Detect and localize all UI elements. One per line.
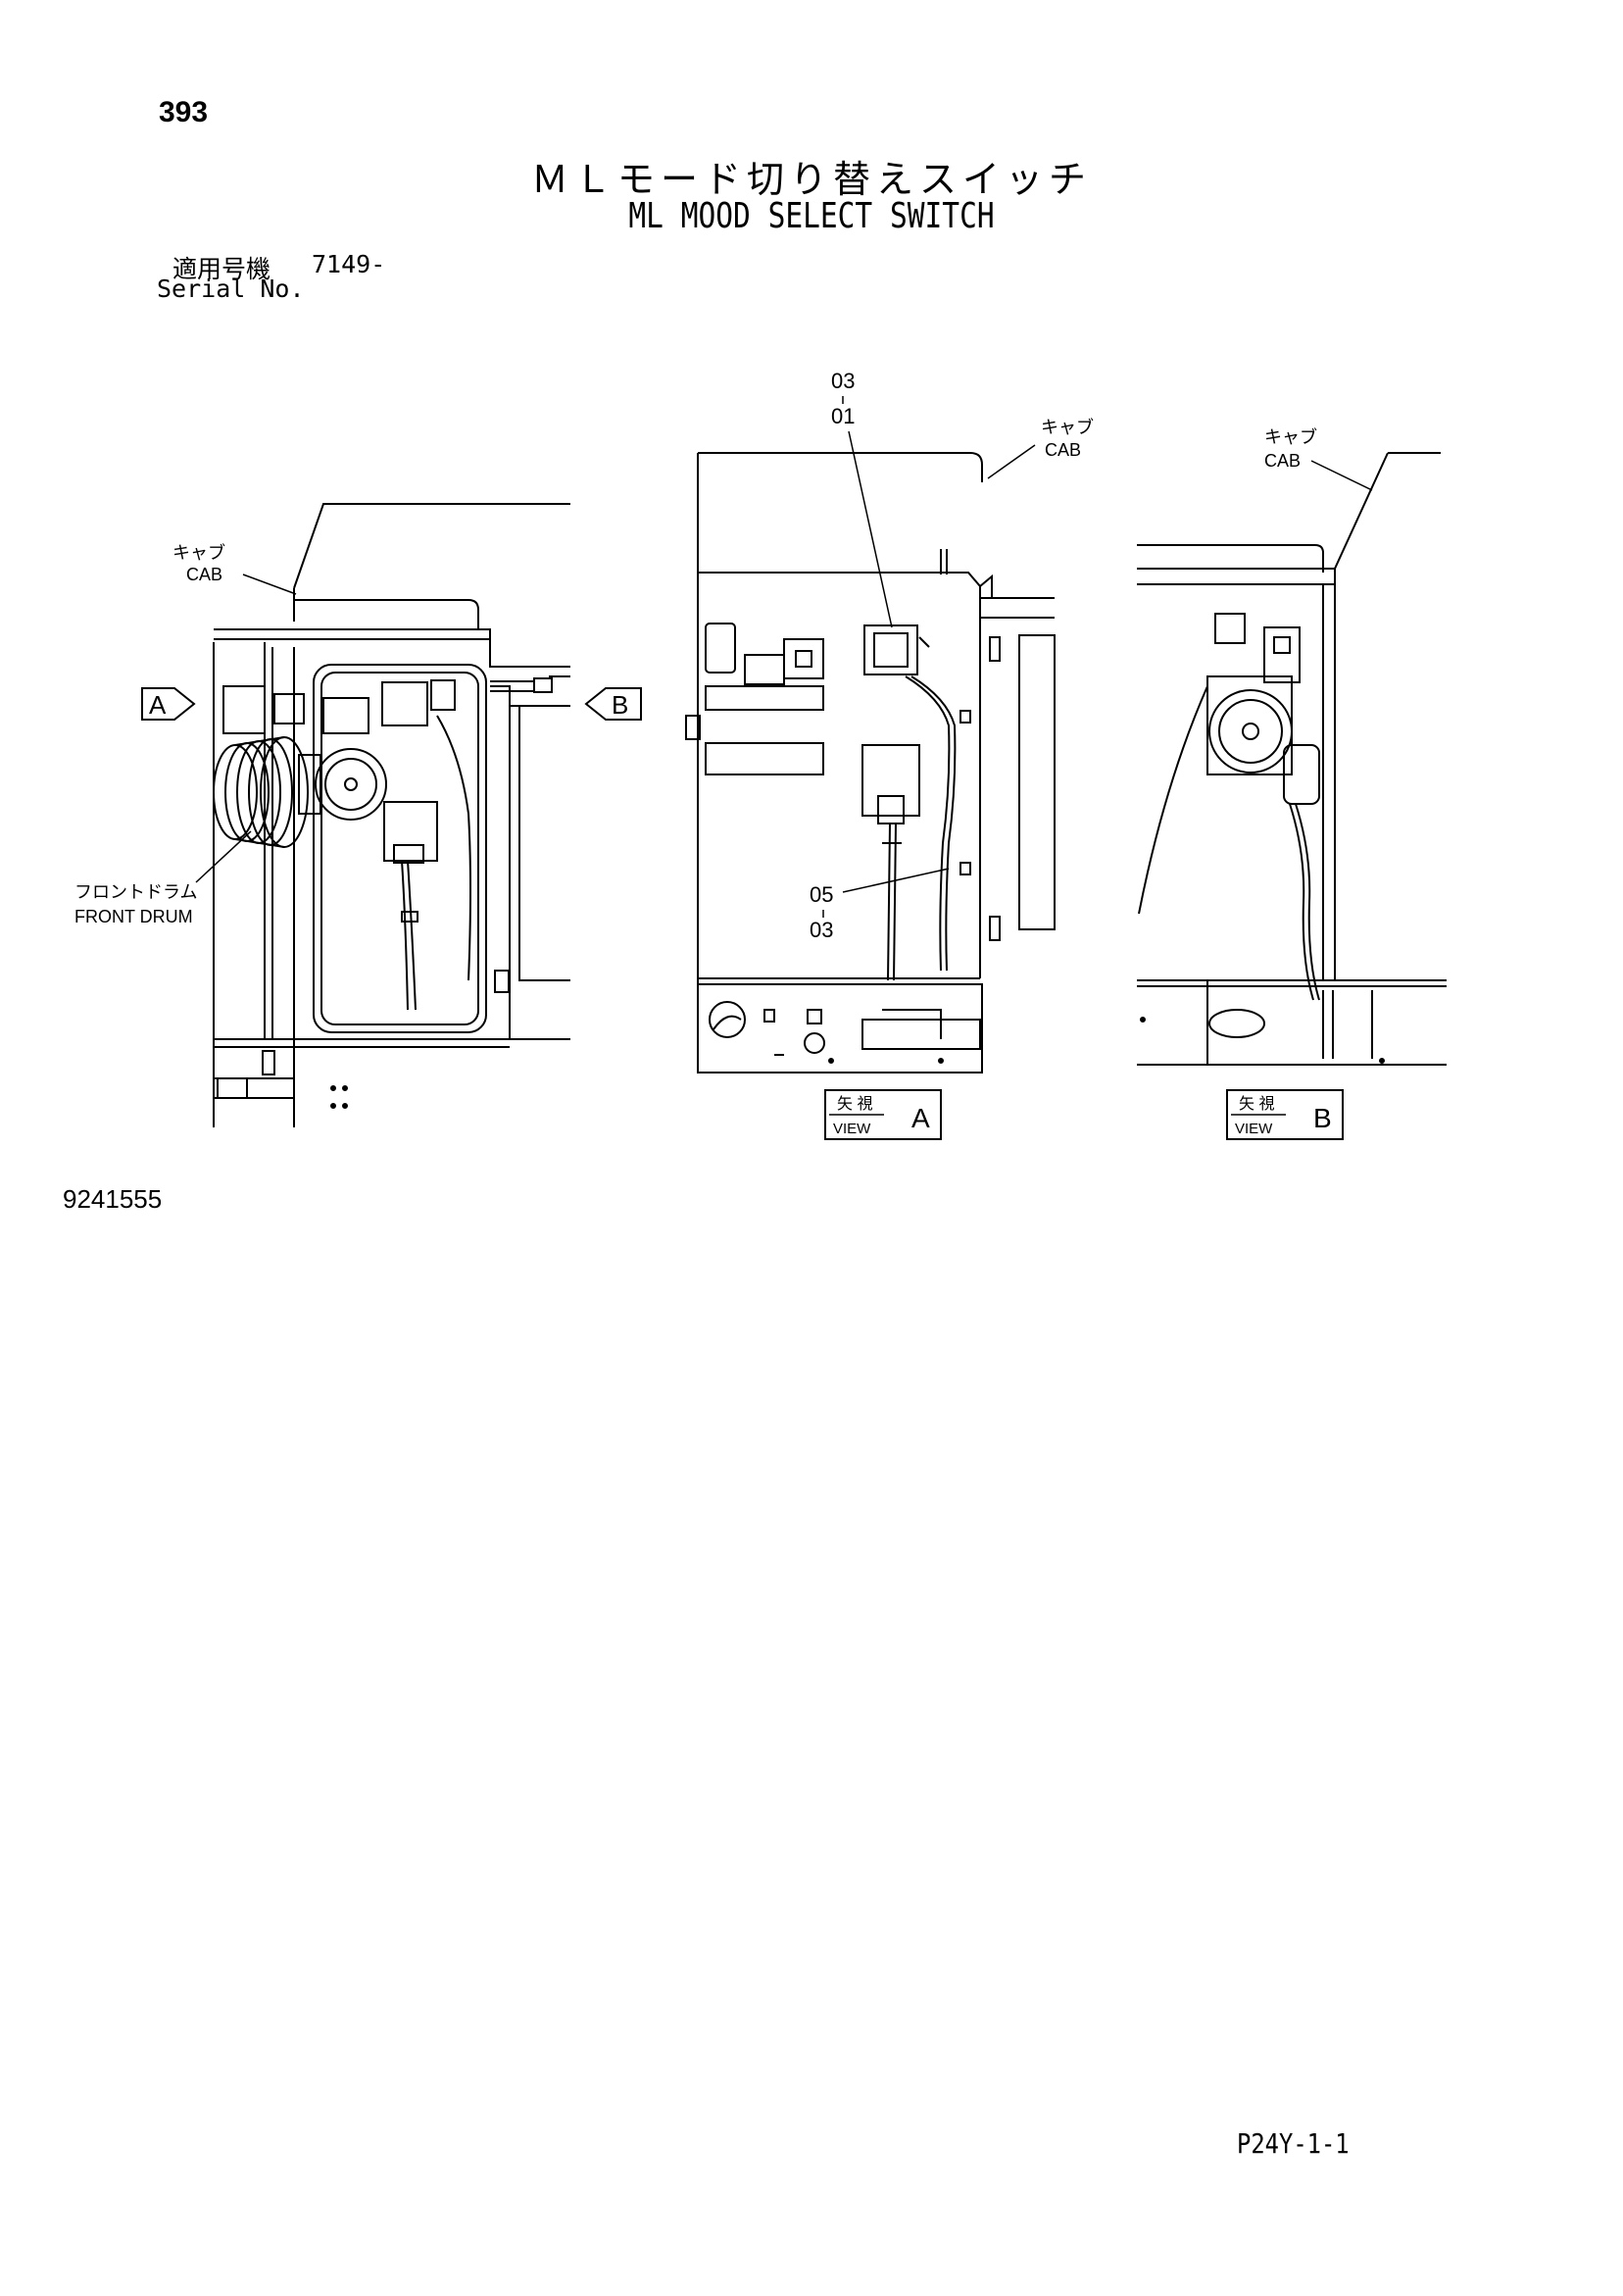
- serial-label-japanese: 適用号機: [172, 255, 271, 283]
- part-number-01-top: 01: [831, 404, 855, 428]
- view-b-label-jp: 矢 視: [1239, 1095, 1274, 1113]
- front-drum-label-en: FRONT DRUM: [74, 907, 193, 926]
- view-a-letter: A: [911, 1103, 930, 1133]
- serial-label-english: Serial No.: [157, 275, 305, 303]
- view-b-arrow: B: [584, 687, 642, 721]
- view-a-arrow-label: A: [149, 690, 167, 720]
- view-b-box: 矢 視 VIEW B: [1226, 1089, 1344, 1140]
- center-view: [685, 452, 1056, 1073]
- left-view: [213, 503, 570, 1127]
- view-a-label-jp: 矢 視: [837, 1095, 872, 1113]
- view-b-label-en: VIEW: [1235, 1121, 1273, 1137]
- cab-label-en-left: CAB: [186, 565, 222, 584]
- serial-value: 7149-: [312, 250, 386, 278]
- view-a-arrow: A: [141, 687, 196, 721]
- view-b-letter: B: [1313, 1103, 1332, 1133]
- title-japanese: ＭＬモード切り替えスイッチ: [530, 158, 1092, 201]
- part-number-03-top: 03: [831, 369, 855, 393]
- cab-label-en-center: CAB: [1045, 440, 1081, 460]
- front-drum-drawing: [213, 736, 309, 848]
- view-b-arrow-label: B: [612, 690, 628, 720]
- ml-switch-harness-drawing: [861, 744, 920, 981]
- right-view: [1137, 452, 1447, 1066]
- view-a-box: 矢 視 VIEW A: [824, 1089, 942, 1140]
- drawing-number: 9241555: [63, 1184, 163, 1214]
- cab-label-jp-right: キャブ: [1264, 426, 1317, 447]
- view-a-label-en: VIEW: [833, 1121, 871, 1137]
- page-code: P24Y-1-1: [1237, 2127, 1350, 2160]
- ml-select-switch-drawing: [863, 624, 930, 675]
- part-number-03-mid: 03: [810, 918, 833, 942]
- cab-label-jp-center: キャブ: [1041, 417, 1094, 437]
- page-number: 393: [159, 96, 209, 128]
- part-number-05-mid: 05: [810, 882, 833, 907]
- front-drum-label-jp: フロントドラム: [74, 882, 197, 902]
- cab-label-jp-left: キャブ: [172, 542, 225, 563]
- cab-label-en-right: CAB: [1264, 451, 1301, 471]
- title-english: ML MOOD SELECT SWITCH: [628, 196, 995, 236]
